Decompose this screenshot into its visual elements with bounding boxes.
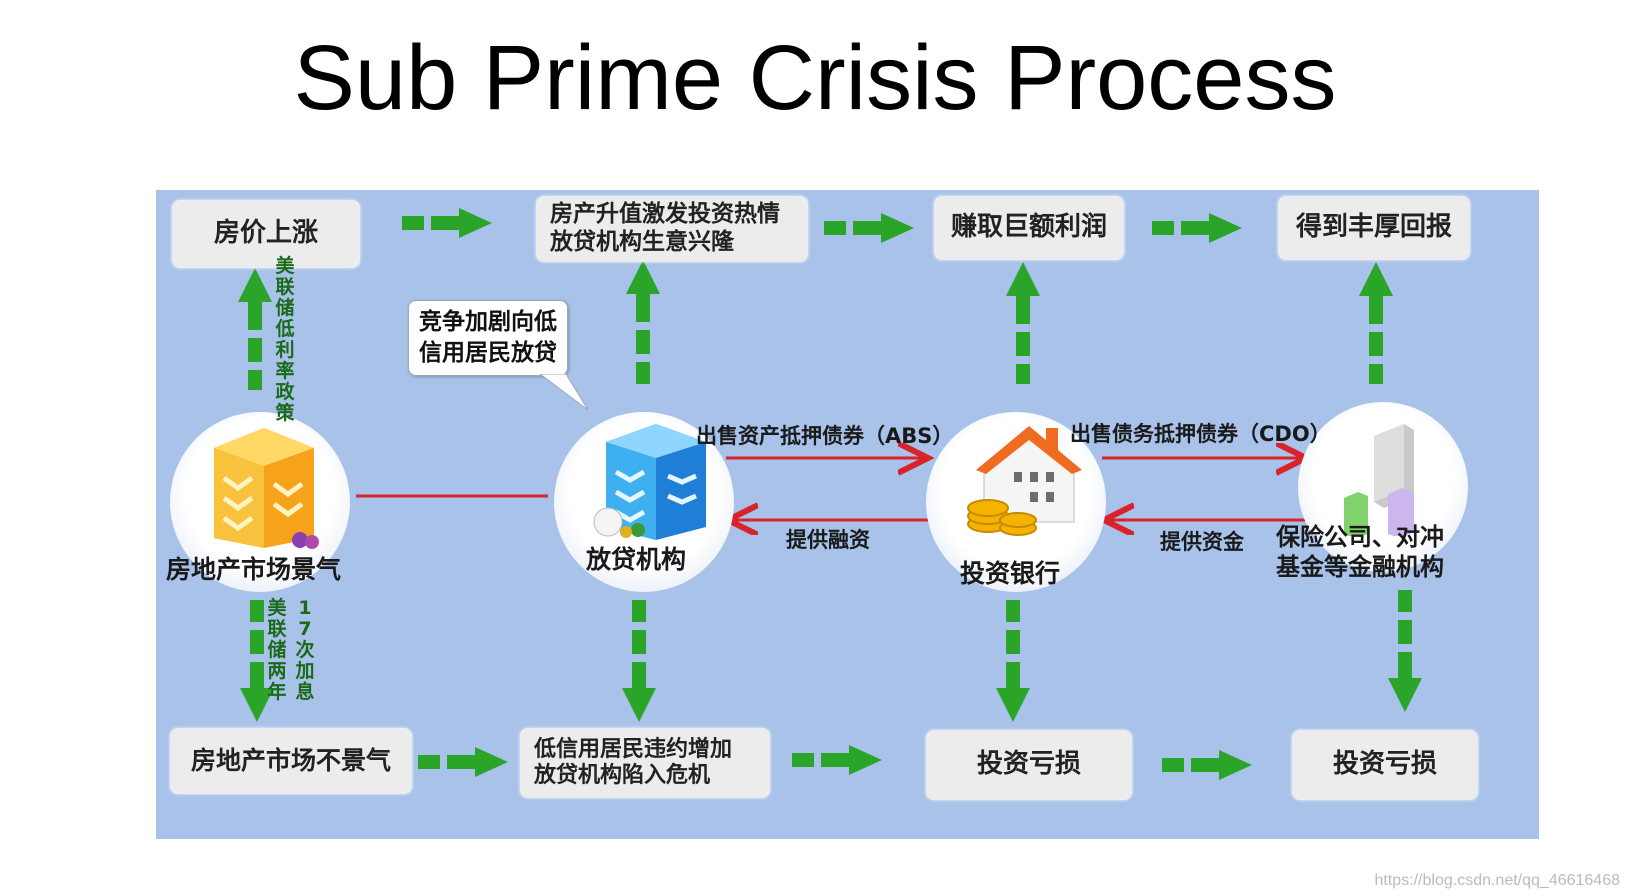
arrow-up-real-estate — [238, 268, 272, 390]
arrow-bottom-3 — [1162, 750, 1252, 780]
label-sell-abs: 出售资产抵押债券（ABS） — [696, 424, 954, 448]
speech-bubble-line1: 竞争加剧向低 — [419, 309, 557, 335]
blue-building-icon — [593, 424, 706, 540]
label-investment-bank: 投资银行 — [960, 559, 1061, 588]
arrow-down-real-estate — [240, 600, 274, 722]
arrow-up-insurers — [1359, 262, 1393, 384]
gray-towers-icon — [1344, 424, 1414, 536]
box-default-crisis: 低信用居民违约增加 放贷机构陷入危机 — [520, 728, 770, 798]
arrow-bottom-2 — [792, 745, 882, 775]
speech-bubble-tail — [539, 374, 589, 411]
arrow-up-lenders — [626, 260, 660, 384]
label-lenders: 放贷机构 — [586, 545, 687, 574]
note-fed-two-years: 美联储两年 — [267, 597, 287, 703]
label-insurers-line2: 基金等金融机构 — [1276, 553, 1444, 581]
speech-bubble: 竞争加剧向低 信用居民放贷 — [408, 300, 568, 376]
orange-building-icon — [214, 428, 319, 549]
label-insurers: 保险公司、对冲 基金等金融机构 — [1276, 522, 1444, 582]
box-investment-enthusiasm-line1: 房产升值激发投资热情 — [550, 201, 780, 228]
diagram-panel: 房价上涨 房产升值激发投资热情 放贷机构生意兴隆 赚取巨额利润 得到丰厚回报 房… — [156, 190, 1539, 839]
label-provide-funding: 提供资金 — [1160, 530, 1244, 554]
arrow-bottom-1 — [418, 747, 508, 777]
arrow-top-2 — [824, 213, 914, 243]
box-rich-return: 得到丰厚回报 — [1278, 196, 1470, 260]
label-sell-cdo: 出售债务抵押债券（CDO） — [1070, 422, 1331, 446]
arrow-down-bank — [996, 600, 1030, 722]
note-rate-hikes: 17次加息 — [295, 597, 315, 703]
arrow-top-3 — [1152, 213, 1242, 243]
box-investment-enthusiasm: 房产升值激发投资热情 放贷机构生意兴隆 — [536, 196, 808, 262]
note-fed-low-rate: 美联储低利率政策 — [275, 255, 295, 424]
arrow-layer — [238, 208, 1422, 780]
box-investment-loss-1: 投资亏损 — [926, 730, 1132, 800]
arrow-top-1 — [402, 208, 492, 238]
page-title: Sub Prime Crisis Process — [293, 27, 1337, 129]
house-coins-icon — [967, 426, 1082, 536]
arrow-down-insurers — [1388, 590, 1422, 712]
box-investment-enthusiasm-line2: 放贷机构生意兴隆 — [550, 229, 734, 255]
label-real-estate-boom: 房地产市场景气 — [166, 555, 342, 584]
box-investment-loss-2: 投资亏损 — [1292, 730, 1478, 800]
box-default-crisis-line2: 放贷机构陷入危机 — [534, 763, 711, 788]
label-provide-financing: 提供融资 — [786, 528, 870, 552]
arrow-down-lenders — [622, 600, 656, 722]
box-market-downturn: 房地产市场不景气 — [170, 728, 412, 794]
watermark: https://blog.csdn.net/qq_46616468 — [1374, 872, 1620, 889]
box-house-price-rise: 房价上涨 — [172, 200, 360, 268]
label-insurers-line1: 保险公司、对冲 — [1276, 523, 1444, 551]
box-huge-profit: 赚取巨额利润 — [934, 196, 1124, 260]
speech-bubble-line2: 信用居民放贷 — [419, 340, 557, 366]
box-default-crisis-line1: 低信用居民违约增加 — [534, 736, 733, 762]
arrow-up-bank — [1006, 262, 1040, 384]
